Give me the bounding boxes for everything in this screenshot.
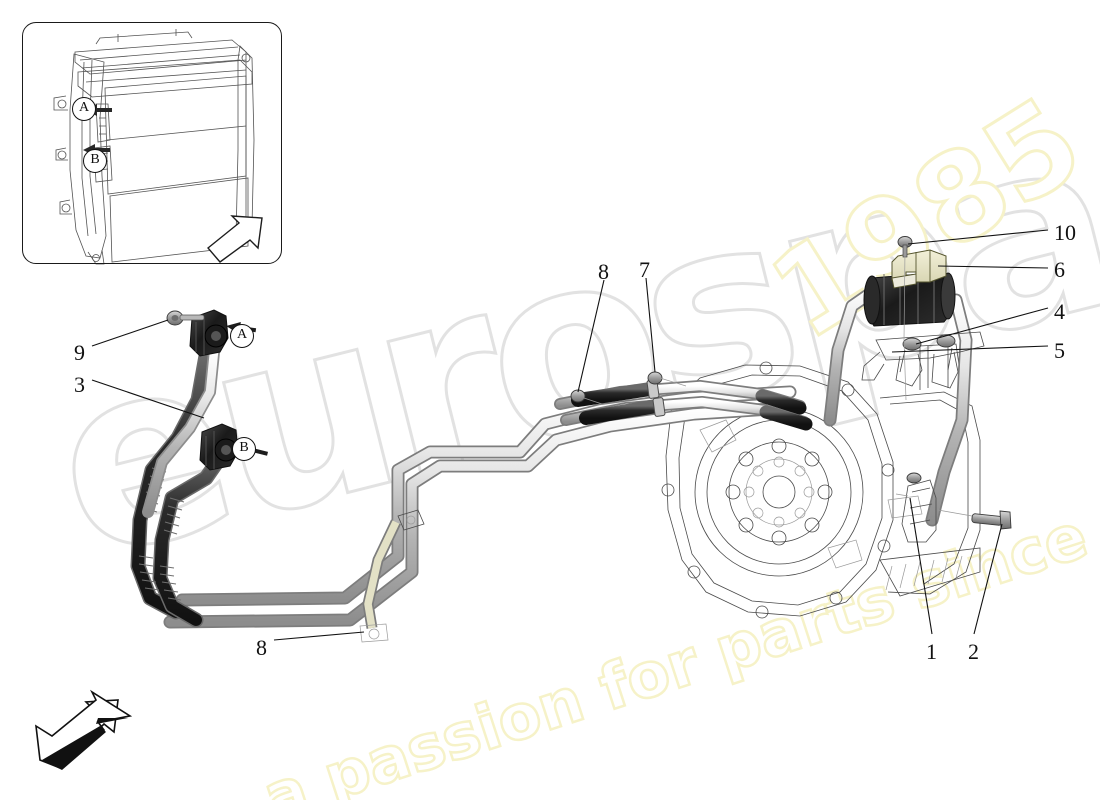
oil-cooler-pipe-assembly	[163, 385, 797, 643]
bracket-bolt-2	[937, 509, 1012, 530]
right-riser-pipes	[823, 236, 985, 527]
inset-marker-b: B	[83, 149, 107, 173]
callout-number-8-top: 8	[598, 259, 609, 284]
callout-number-3: 3	[74, 372, 85, 397]
inset-radiator-drawing	[53, 29, 263, 265]
callout-number-5: 5	[1054, 338, 1065, 363]
callout-number-2: 2	[968, 639, 979, 664]
callout-leader-lines	[91, 229, 1049, 641]
pipe-clamp-plate	[861, 331, 985, 389]
transmission-housing	[661, 343, 981, 619]
view-direction-arrow	[35, 689, 133, 770]
section-marker-a: A	[230, 324, 254, 348]
hose-bolt-9	[166, 310, 205, 326]
callout-number-9: 9	[74, 340, 85, 365]
quick-connector-b	[199, 423, 239, 471]
callout-number-10: 10	[1054, 220, 1076, 245]
callout-number-7: 7	[639, 257, 650, 282]
inset-marker-a: A	[72, 97, 96, 121]
callout-number-6: 6	[1054, 257, 1065, 282]
radiator-detail-inset	[22, 22, 282, 264]
callout-number-1: 1	[926, 639, 937, 664]
section-marker-b: B	[232, 437, 256, 461]
mounting-bracket	[891, 249, 947, 289]
flexible-rubber-hose-pair	[130, 309, 239, 628]
callout-number-4: 4	[1054, 299, 1065, 324]
upper-transfer-pipes	[554, 371, 813, 431]
gearbox-pipe-bracket	[895, 472, 1012, 543]
callout-number-8-bottom: 8	[256, 635, 267, 660]
quick-connector-a	[189, 309, 229, 357]
